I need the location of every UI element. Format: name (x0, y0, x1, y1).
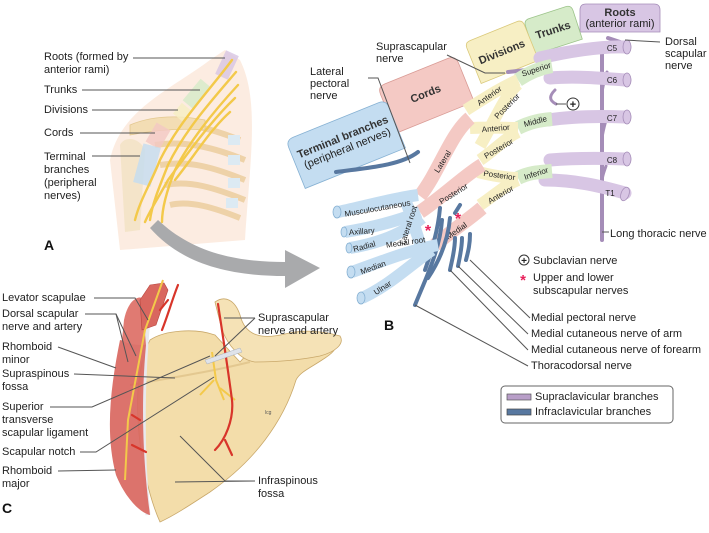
label-lateral-pectoral-nerve: Lateral (310, 66, 344, 78)
root-c6: C6 (607, 76, 618, 85)
infraclavicular-nerves (334, 150, 472, 307)
root-c5: C5 (607, 44, 618, 53)
svg-text:Anterior: Anterior (481, 123, 510, 134)
svg-text:subscapular nerves: subscapular nerves (533, 285, 629, 297)
label-suprascapular-nerve-artery: Suprascapular (258, 312, 329, 324)
label-medial-cutaneous-arm: Medial cutaneous nerve of arm (531, 328, 682, 340)
svg-text:minor: minor (2, 354, 30, 366)
svg-text:Posterior: Posterior (483, 169, 516, 182)
label-cords: Cords (44, 127, 74, 139)
svg-text:nerves): nerves) (44, 190, 81, 202)
svg-text:Supraclavicular branches: Supraclavicular branches (535, 391, 659, 403)
label-scapular-notch: Scapular notch (2, 446, 75, 458)
svg-text:fossa: fossa (258, 488, 285, 500)
panel-a-labels: Roots (formed by anterior rami) Trunks D… (44, 51, 225, 253)
panel-b-labels: Suprascapular nerve Lateral pectoral ner… (310, 36, 707, 372)
acromion (214, 298, 342, 363)
label-roots-formed: Roots (formed by (44, 51, 129, 63)
label-long-thoracic-nerve: Long thoracic nerve (610, 228, 707, 240)
legend-item-supraclavicular: Supraclavicular branches (506, 391, 659, 403)
key-subclavian: + Subclavian nerve (518, 254, 617, 267)
svg-text:(anterior rami): (anterior rami) (585, 18, 654, 30)
svg-text:scapular: scapular (665, 48, 707, 60)
terminal-ends (332, 205, 366, 305)
svg-text:major: major (2, 478, 30, 490)
svg-text:+: + (570, 99, 576, 111)
svg-text:+: + (521, 256, 527, 267)
header-tab-trunks: Trunks (524, 5, 583, 56)
legend-item-infraclavicular: Infraclavicular branches (506, 406, 652, 418)
svg-text:scapular ligament: scapular ligament (2, 427, 88, 439)
panel-b-leaders (368, 39, 661, 367)
panel-c: lcg (109, 279, 342, 523)
svg-text:anterior rami): anterior rami) (44, 64, 109, 76)
label-rhomboid-minor: Rhomboid (2, 341, 52, 353)
panel-c-labels: Levator scapulae Dorsal scapular nerve a… (2, 292, 339, 516)
root-t1: T1 (605, 189, 615, 198)
svg-text:nerve: nerve (376, 53, 404, 65)
root-c8: C8 (607, 156, 618, 165)
panel-label-a: A (44, 237, 54, 253)
arteries (130, 283, 234, 457)
panel-label-b: B (384, 317, 394, 333)
svg-text:fossa: fossa (2, 381, 29, 393)
artist-signature: lcg (265, 410, 272, 416)
label-medial-cutaneous-forearm: Medial cutaneous nerve of forearm (531, 344, 701, 356)
terminal-axillary: Axillary (349, 226, 375, 237)
label-thoracodorsal-nerve: Thoracodorsal nerve (531, 360, 632, 372)
terminal-tubes (336, 189, 440, 304)
label-trunks: Trunks (44, 84, 78, 96)
header-tab-cords: Cords (379, 57, 475, 134)
label-dorsal-scapular-nerve: Dorsal (665, 36, 697, 48)
label-medial-pectoral-nerve: Medial pectoral nerve (531, 312, 636, 324)
asterisk-lower-subscapular: * (455, 211, 462, 228)
svg-text:transverse: transverse (2, 414, 53, 426)
svg-text:branches: branches (44, 164, 90, 176)
svg-text:nerve and artery: nerve and artery (2, 321, 83, 333)
rhomboid-minor (122, 297, 146, 345)
label-supraspinous-fossa: Supraspinous (2, 368, 70, 380)
root-labels: C5 C6 C7 C8 T1 (605, 44, 617, 198)
svg-text:Roots (formed by: Roots (formed by (44, 51, 129, 63)
label-superior-transverse-ligament: Superior (2, 401, 44, 413)
svg-text:Roots: Roots (604, 7, 635, 19)
torso-skin (110, 50, 252, 250)
key-subscapular: * Upper and lower subscapular nerves (520, 272, 629, 297)
svg-text:Subclavian nerve: Subclavian nerve (533, 255, 617, 267)
costal-cartilage (226, 135, 240, 208)
subclavian-marker: + (556, 97, 580, 111)
arrow-a-to-b (150, 220, 320, 288)
label-levator-scapulae: Levator scapulae (2, 292, 86, 304)
svg-text:nerve and artery: nerve and artery (258, 325, 339, 337)
svg-text:pectoral: pectoral (310, 78, 349, 90)
root-ends (620, 39, 632, 202)
root-c7: C7 (607, 114, 618, 123)
root-tubes (533, 40, 632, 200)
svg-text:nerve: nerve (310, 90, 338, 102)
label-rhomboid-major: Rhomboid (2, 465, 52, 477)
svg-text:nerve: nerve (665, 60, 693, 72)
label-suprascapular-nerve: Suprascapular (376, 41, 447, 53)
svg-text:(peripheral: (peripheral (44, 177, 97, 189)
trunk-tubes (514, 59, 554, 185)
svg-text:*: * (520, 272, 526, 289)
header-tab-divisions: Divisions (465, 20, 540, 85)
superior-transverse-ligament (204, 347, 243, 365)
panel-b: Roots (anterior rami) Trunks Divisions C… (287, 3, 707, 424)
label-infraspinous-fossa: Infraspinous (258, 475, 318, 487)
svg-text:Upper and lower: Upper and lower (533, 272, 614, 284)
asterisk-upper-subscapular: * (425, 223, 432, 240)
plexus-nerves-yellow (133, 58, 240, 224)
label-terminal: Terminal (44, 151, 86, 163)
rhomboid-major (109, 340, 150, 515)
header-tab-terminal: Terminal branches (peripheral nerves) (287, 101, 406, 189)
panel-label-c: C (2, 500, 12, 516)
legend: Supraclavicular branches Infraclavicular… (500, 385, 674, 424)
svg-text:Infraclavicular branches: Infraclavicular branches (535, 406, 652, 418)
scapula (137, 330, 337, 523)
label-divisions: Divisions (44, 104, 89, 116)
label-dorsal-scapular-nerve-artery: Dorsal scapular (2, 308, 79, 320)
panel-a (110, 50, 252, 250)
header-tab-roots: Roots (anterior rami) (579, 3, 661, 33)
